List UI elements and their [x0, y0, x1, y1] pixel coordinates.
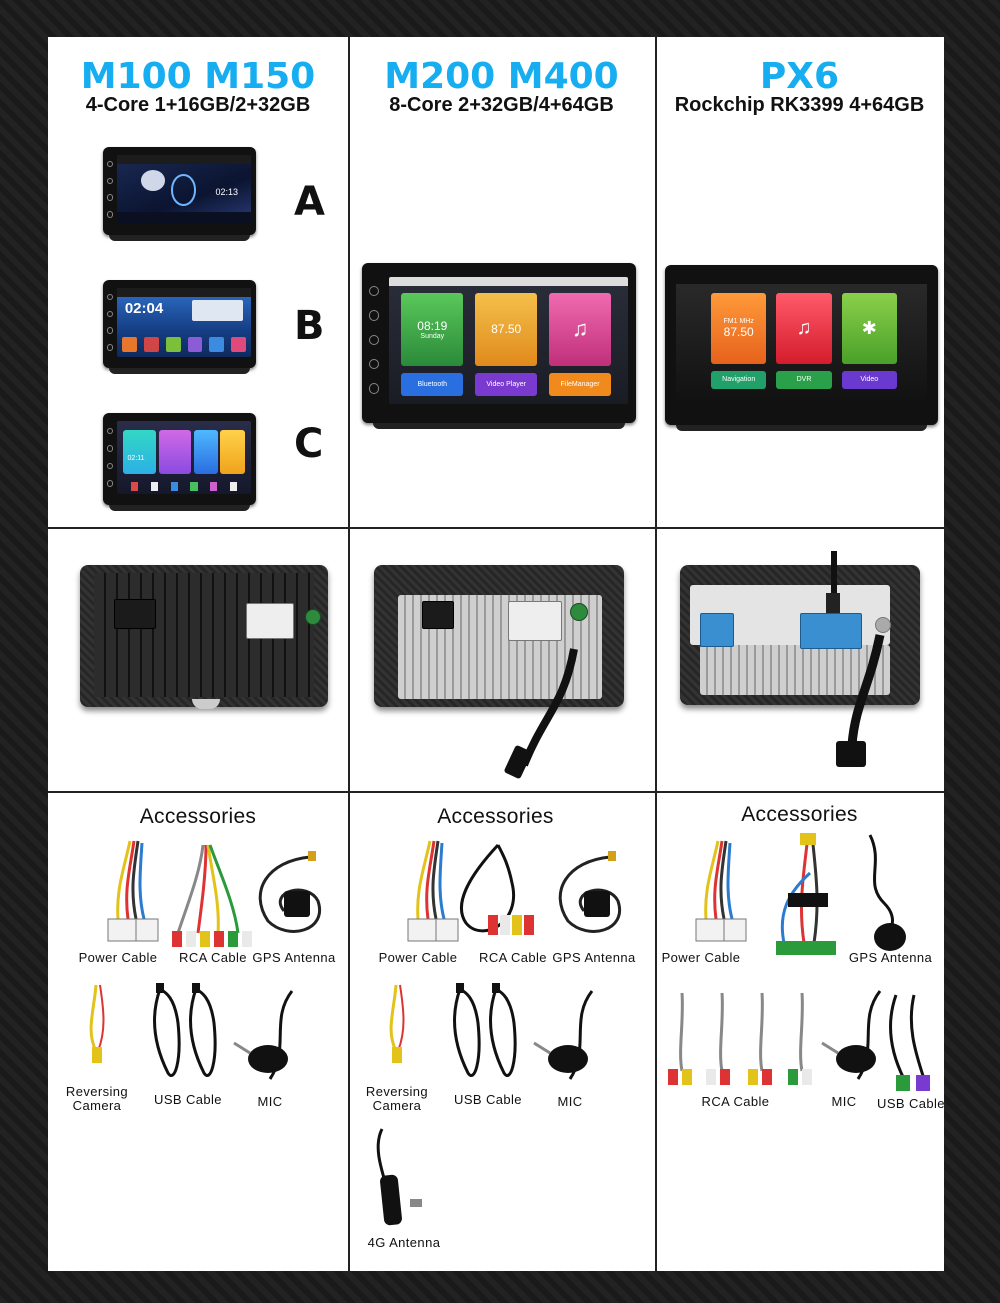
accessory-label: USB Cable: [154, 1092, 222, 1107]
head-unit-variant-a: 02:13: [103, 147, 256, 241]
rear-view-m200-m400: [374, 565, 624, 779]
accessories-title-3: Accessories: [741, 803, 858, 826]
mic-image: [821, 990, 882, 1080]
dvr-tile: DVR: [776, 370, 832, 389]
video-tile-px6: Video: [841, 370, 897, 389]
head-unit-m200-m400: 08:19 Sunday 87.50 ♫ Bluetooth Video Pla…: [362, 263, 636, 429]
head-unit-variant-b: 02:04: [103, 280, 256, 374]
variant-a-clock: 02:13: [215, 186, 238, 197]
clock-tile: 08:19 Sunday: [401, 292, 464, 366]
antenna-and-cable-px6: [826, 551, 885, 767]
radio-tile: 87.50: [475, 292, 538, 366]
navigation-tile: Navigation: [711, 370, 767, 389]
accessory-label: MIC: [831, 1094, 857, 1109]
bluetooth-tile-px6: ✱: [841, 292, 897, 365]
column-divider-2: [655, 37, 657, 1271]
rear-view-px6: [680, 551, 920, 767]
accessory-label: RCA Cable: [479, 950, 547, 965]
accessory-label: Reversing Camera: [365, 1084, 429, 1113]
model-title-3: PX6: [759, 56, 840, 97]
accessories-title-1: Accessories: [139, 805, 257, 828]
model-spec-3: Rockchip RK3399 4+64GB: [674, 94, 925, 116]
accessory-label: USB Cable: [454, 1092, 522, 1107]
4g-antenna-image: [376, 1128, 422, 1226]
model-spec-1: 4-Core 1+16GB/2+32GB: [85, 94, 311, 116]
head-unit-px6: FM1 MHz 87.50 ♫ ✱ Navigation DVR Video: [665, 265, 938, 431]
music-note-icon: ♫: [796, 316, 812, 339]
accessory-label: 4G Antenna: [367, 1235, 441, 1250]
radio-tile-px6: FM1 MHz 87.50: [711, 292, 767, 365]
usb-cable-image: [153, 983, 217, 1077]
accessory-label: RCA Cable: [179, 950, 247, 965]
variant-letter-b: B: [294, 303, 325, 349]
rca-cable-image: [172, 844, 252, 947]
gps-antenna-image: [258, 851, 322, 933]
gps-antenna-image: [558, 851, 622, 933]
power-cable-image: [107, 840, 159, 942]
variant-letter-a: A: [294, 179, 325, 225]
filemanager-tile: FileManager: [549, 373, 612, 397]
variant-b-clock: 02:04: [124, 300, 164, 318]
accessory-label: Power Cable: [661, 950, 741, 965]
video-tile: Video Player: [475, 373, 538, 397]
music-tile: ♫: [549, 292, 612, 366]
accessory-label: GPS Antenna: [848, 950, 933, 965]
model-title-1: M100 M150: [80, 56, 316, 97]
variant-c-clock: 02:11: [127, 454, 145, 462]
usb-cable-image: [889, 994, 930, 1091]
model-spec-2: 8-Core 2+32GB/4+64GB: [389, 94, 614, 116]
mic-image: [533, 990, 594, 1080]
reversing-camera-image: [389, 984, 405, 1063]
music-note-icon: ♫: [571, 316, 589, 342]
gps-antenna-image: [868, 834, 906, 951]
power-cable-image: [407, 840, 459, 942]
power-cable-image: [695, 840, 747, 942]
rca-cable-image: [668, 992, 812, 1085]
accessory-label: RCA Cable: [701, 1094, 770, 1109]
accessory-label: GPS Antenna: [252, 950, 336, 965]
variant-letter-c: C: [294, 421, 324, 467]
rca-cable-image: [459, 843, 534, 935]
usb-cable-image: [453, 983, 517, 1077]
accessory-label: GPS Antenna: [552, 950, 636, 965]
column-divider-1: [348, 37, 350, 1271]
reversing-camera-image: [89, 984, 105, 1063]
bluetooth-tile: Bluetooth: [401, 373, 464, 397]
comparison-panel: M100 M150 4-Core 1+16GB/2+32GB 02:13 A 0…: [48, 37, 945, 1271]
accessories-title-2: Accessories: [437, 805, 554, 828]
accessory-label: MIC: [257, 1094, 283, 1109]
rear-cable-m200: [504, 648, 578, 779]
accessory-label: Power Cable: [78, 950, 158, 965]
mic-image: [233, 990, 294, 1080]
row-divider-1: [48, 527, 944, 529]
wiring-harness-image: [776, 833, 836, 955]
rear-view-m100-m150: [80, 565, 328, 709]
accessory-label: USB Cable: [877, 1096, 945, 1111]
music-tile-px6: ♫: [776, 292, 832, 365]
accessory-label: Power Cable: [378, 950, 458, 965]
head-unit-variant-c: 02:11: [103, 413, 256, 511]
model-title-2: M200 M400: [384, 56, 619, 97]
row-divider-2: [48, 791, 944, 793]
accessory-label: Reversing Camera: [65, 1084, 129, 1113]
accessory-label: MIC: [557, 1094, 583, 1109]
bluetooth-icon: ✱: [861, 317, 877, 338]
